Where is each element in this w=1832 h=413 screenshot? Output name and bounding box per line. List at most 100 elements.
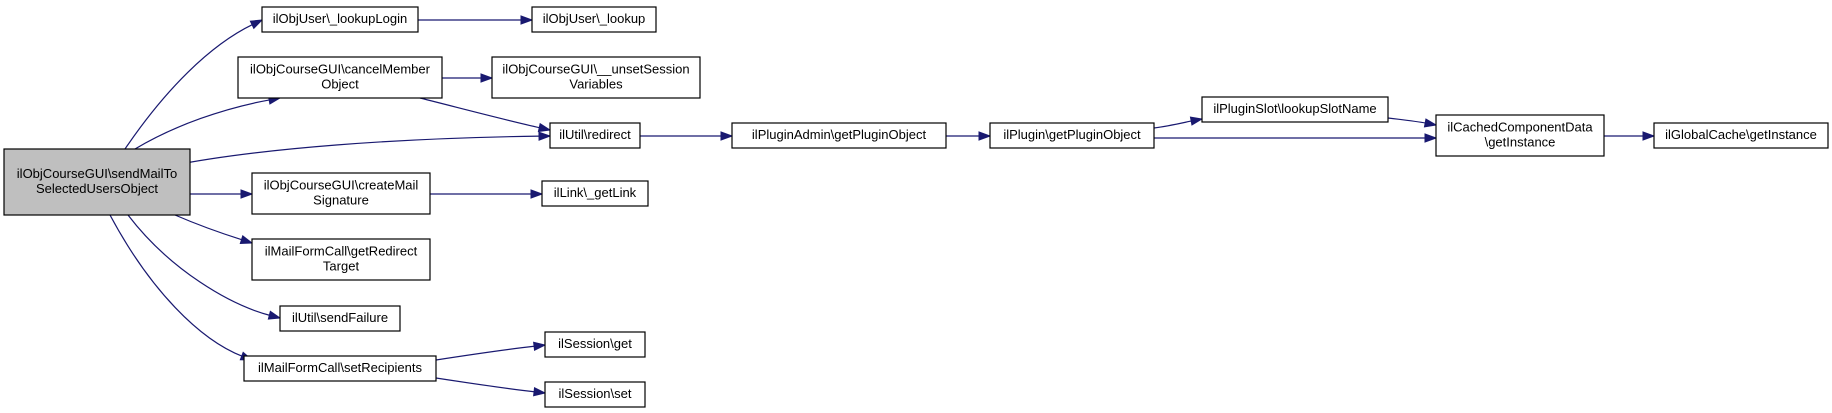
edge-plugin-to-slot — [1153, 116, 1204, 129]
node-label-line: ilMailFormCall\getRedirect — [265, 244, 418, 259]
edge-arrowhead — [520, 15, 534, 25]
edge-line — [419, 97, 541, 129]
edge-setRecipients-to-sessionSet — [435, 377, 547, 397]
edge-createMail-to-getLink — [429, 189, 544, 199]
node-box — [491, 56, 701, 99]
node-lookup[interactable]: ilObjUser\_lookup — [531, 6, 657, 33]
edge-line — [134, 99, 271, 150]
edge-arrowhead — [537, 122, 552, 133]
edge-arrowhead — [530, 189, 544, 199]
node-root[interactable]: ilObjCourseGUI\sendMailToSelectedUsersOb… — [3, 148, 191, 216]
node-box — [731, 122, 947, 149]
edge-arrowhead — [720, 131, 734, 141]
node-label-line: ilObjUser\_lookupLogin — [273, 11, 407, 26]
node-label-line: ilSession\get — [558, 336, 632, 351]
node-box — [3, 148, 191, 216]
node-label-line: ilObjCourseGUI\cancelMember — [250, 62, 431, 77]
edge-root-to-createMail — [189, 189, 254, 199]
edge-line — [169, 135, 541, 167]
edge-arrowhead — [1424, 133, 1438, 143]
node-box — [549, 122, 641, 149]
node-label-line: Variables — [569, 77, 623, 92]
node-box — [544, 381, 646, 408]
node-lookupLogin[interactable]: ilObjUser\_lookupLogin — [261, 6, 419, 33]
node-box — [243, 355, 437, 382]
node-sessionGet[interactable]: ilSession\get — [544, 331, 646, 358]
edge-lookupLogin-to-lookup — [418, 15, 534, 25]
edge-line — [1153, 120, 1193, 129]
node-redirect[interactable]: ilUtil\redirect — [549, 122, 641, 149]
node-box — [544, 331, 646, 358]
edge-arrowhead — [249, 19, 264, 30]
node-box — [989, 122, 1155, 149]
node-sessionSet[interactable]: ilSession\set — [544, 381, 646, 408]
node-label-line: ilPluginSlot\lookupSlotName — [1213, 101, 1376, 116]
node-label-line: Object — [321, 77, 359, 92]
edge-arrowhead — [533, 387, 547, 397]
node-sendFailure[interactable]: ilUtil\sendFailure — [279, 305, 401, 332]
edge-line — [109, 214, 243, 357]
node-box — [541, 180, 649, 207]
node-label-line: ilSession\set — [559, 386, 632, 401]
node-label-line: ilUtil\redirect — [559, 127, 631, 142]
edge-arrowhead — [533, 341, 547, 351]
edge-line — [127, 214, 271, 317]
edge-arrowhead — [240, 189, 254, 199]
edge-arrowhead — [1423, 118, 1438, 128]
edge-setRecipients-to-sessionGet — [435, 341, 547, 361]
node-setRecipients[interactable]: ilMailFormCall\setRecipients — [243, 355, 437, 382]
edge-root-to-cancelMember — [134, 95, 282, 150]
edge-line — [174, 214, 243, 241]
node-box — [1653, 122, 1829, 149]
edge-line — [435, 377, 536, 393]
node-slot[interactable]: ilPluginSlot\lookupSlotName — [1201, 96, 1389, 123]
node-label-line: \getInstance — [1485, 135, 1556, 150]
node-label-line: ilLink\_getLink — [554, 185, 637, 200]
edge-cached-to-globalCache — [1604, 131, 1656, 141]
node-label-line: ilObjCourseGUI\createMail — [264, 178, 419, 193]
edge-root-to-lookupLogin — [124, 19, 264, 150]
node-label-line: ilMailFormCall\setRecipients — [258, 360, 422, 375]
node-label-line: ilCachedComponentData — [1447, 120, 1593, 135]
node-label-line: Signature — [313, 193, 369, 208]
node-pluginAdmin[interactable]: ilPluginAdmin\getPluginObject — [731, 122, 947, 149]
edge-line — [124, 23, 254, 150]
edge-line — [1387, 117, 1427, 124]
nodes-layer: ilObjCourseGUI\sendMailToSelectedUsersOb… — [3, 6, 1829, 408]
node-label-line: ilObjUser\_lookup — [543, 11, 646, 26]
edge-pluginAdmin-to-plugin — [946, 131, 992, 141]
edge-arrowhead — [1642, 131, 1656, 141]
node-label-line: ilObjCourseGUI\__unsetSession — [502, 62, 689, 77]
node-label-line: SelectedUsersObject — [36, 181, 158, 196]
node-box — [251, 172, 431, 215]
edge-slot-to-cached — [1387, 117, 1438, 128]
edge-redirect-to-pluginAdmin — [640, 131, 734, 141]
node-label-line: ilGlobalCache\getInstance — [1665, 127, 1817, 142]
node-label-line: ilPluginAdmin\getPluginObject — [752, 127, 927, 142]
node-box — [531, 6, 657, 33]
node-box — [251, 238, 431, 281]
edge-cancelMember-to-redirect — [419, 97, 552, 133]
node-box — [1435, 114, 1605, 157]
node-getLink[interactable]: ilLink\_getLink — [541, 180, 649, 207]
edge-line — [435, 345, 536, 361]
node-box — [237, 56, 443, 99]
edge-root-to-redirectTarget — [174, 214, 254, 245]
node-globalCache[interactable]: ilGlobalCache\getInstance — [1653, 122, 1829, 149]
node-label-line: ilUtil\sendFailure — [292, 310, 388, 325]
edge-root-to-redirect — [169, 131, 552, 167]
edge-plugin-to-cached — [1154, 133, 1438, 143]
node-cached[interactable]: ilCachedComponentData\getInstance — [1435, 114, 1605, 157]
edge-arrowhead — [1189, 116, 1204, 126]
edge-cancelMember-to-unsetSession — [441, 73, 494, 83]
edge-root-to-sendFailure — [127, 214, 282, 320]
node-box — [261, 6, 419, 33]
edge-arrowhead — [480, 73, 494, 83]
node-plugin[interactable]: ilPlugin\getPluginObject — [989, 122, 1155, 149]
edge-arrowhead — [978, 131, 992, 141]
